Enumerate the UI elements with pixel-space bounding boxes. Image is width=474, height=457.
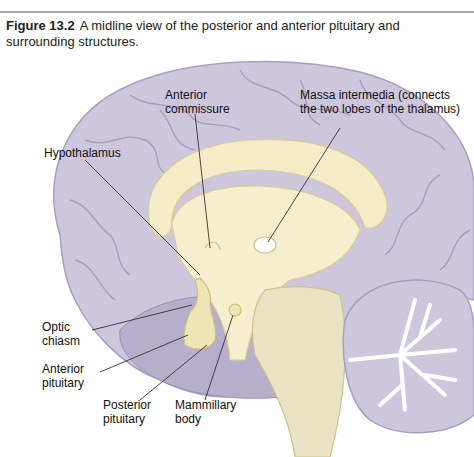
- part-label: Mammillary body: [175, 398, 237, 426]
- header-rule: [0, 12, 474, 13]
- anterior-commissure: [205, 242, 220, 250]
- leader-lines: [85, 114, 340, 400]
- leader-line: [195, 114, 210, 248]
- part-label: Anterior commissure: [165, 88, 255, 116]
- leader-line: [92, 305, 192, 330]
- arbor-branch: [400, 355, 405, 410]
- arbor-branch: [350, 355, 400, 360]
- figure-title: Figure 13.2: [6, 18, 75, 33]
- gyrus: [440, 230, 470, 270]
- arbor-branch: [420, 305, 430, 337]
- arbor-branch: [400, 355, 445, 395]
- mammillary-body: [229, 304, 241, 316]
- gyrus: [70, 200, 130, 275]
- arbor-branch: [400, 350, 455, 355]
- leader-line: [140, 345, 207, 400]
- arbor-vitae: [350, 300, 455, 410]
- cerebellum: [343, 280, 474, 433]
- part-label: Posterior pituitary: [103, 398, 161, 426]
- figure-header: Figure 13.2A midline view of the posteri…: [6, 18, 468, 50]
- leader-line: [268, 128, 340, 242]
- arbor-branch: [380, 385, 402, 405]
- arbor-branch: [400, 300, 415, 355]
- part-label: Anterior pituitary: [42, 362, 106, 390]
- part-label: Hypothalamus: [44, 146, 144, 160]
- gyrus: [160, 110, 195, 150]
- leader-line: [85, 160, 200, 275]
- leader-line: [100, 335, 188, 372]
- part-label: Optic chiasm: [42, 320, 94, 348]
- part-label: Massa intermedia (connects the two lobes…: [300, 88, 468, 116]
- massa-intermedia: [254, 237, 276, 253]
- gyrus: [385, 175, 440, 255]
- gyrus: [75, 260, 115, 300]
- leader-line: [205, 315, 233, 400]
- brainstem: [252, 287, 345, 457]
- pituitary: [184, 278, 216, 349]
- arbor-branch: [425, 375, 455, 380]
